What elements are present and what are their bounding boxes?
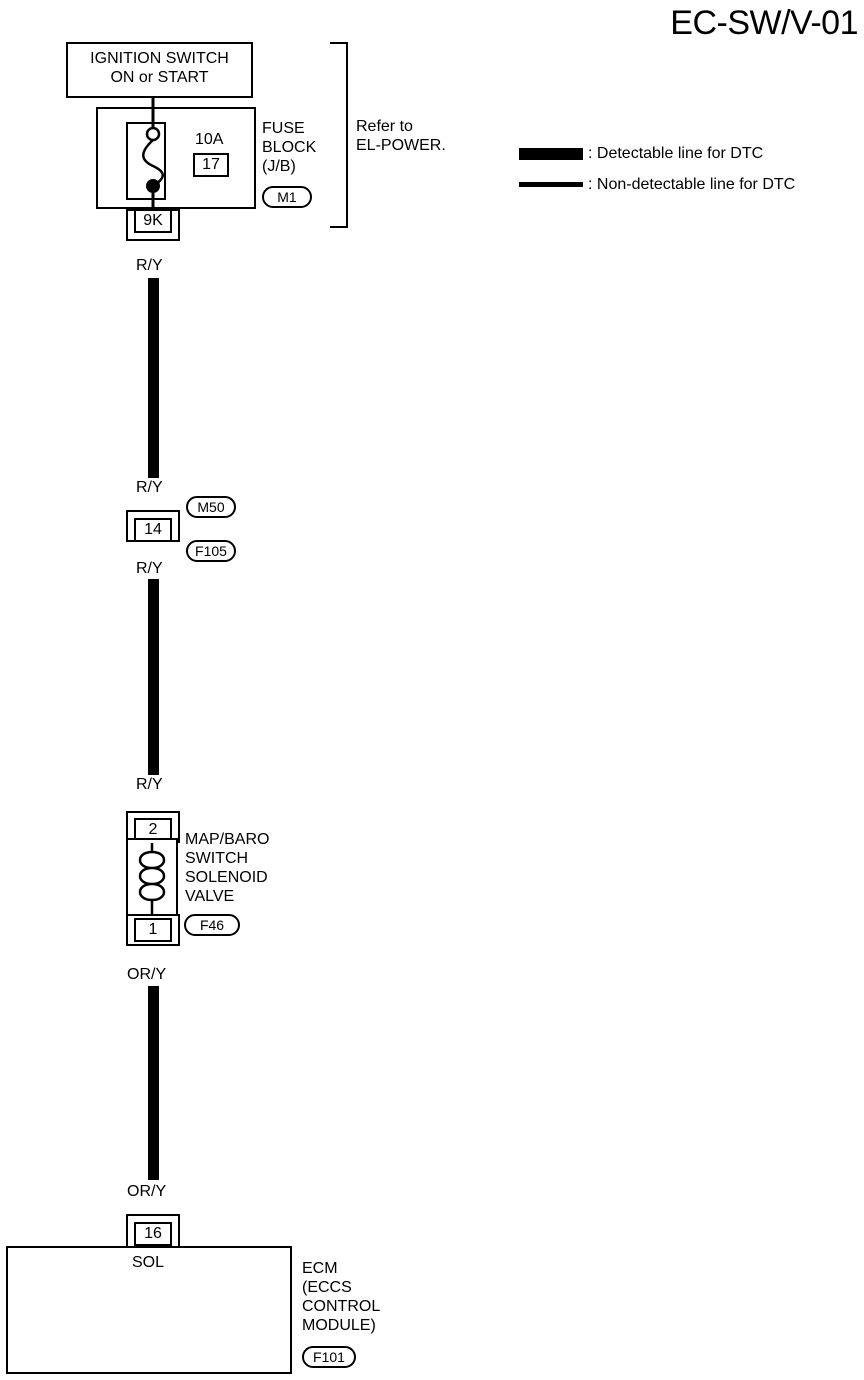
page-code: EC-SW/V-01 <box>670 4 858 42</box>
fuse-top-terminal <box>145 126 161 142</box>
wire-segment-3 <box>148 986 159 1180</box>
detectable-line-swatch <box>519 148 583 160</box>
ignition-switch-label: IGNITION SWITCH ON or START <box>90 50 229 86</box>
fuse-bottom-terminal <box>146 179 160 193</box>
fuse-block-box <box>96 107 256 209</box>
solenoid-label: MAP/BARO SWITCH SOLENOID VALVE <box>185 831 270 905</box>
ecm-connector-id: F101 <box>302 1346 356 1368</box>
inline-connector-lower-id: F105 <box>186 540 236 562</box>
inline-connector-terminal: 14 <box>134 518 172 542</box>
refer-bracket <box>330 42 348 228</box>
wire-color-seg2-top: R/Y <box>136 560 163 577</box>
fuse-element <box>142 139 164 188</box>
wire-color-seg2-bottom: R/Y <box>136 776 163 793</box>
fuse-number: 17 <box>193 153 229 177</box>
wire-segment-2 <box>148 579 159 775</box>
refer-note: Refer to EL-POWER. <box>356 118 446 154</box>
solenoid-terminal-bottom: 1 <box>134 918 172 942</box>
wire-color-seg1-bottom: R/Y <box>136 479 163 496</box>
fuse-block-connector-id: M1 <box>262 186 312 208</box>
ignition-switch-box: IGNITION SWITCH ON or START <box>66 42 253 98</box>
fuse-amperage: 10A <box>195 131 224 148</box>
inline-connector-upper-id: M50 <box>186 496 236 518</box>
non-detectable-line-swatch <box>519 182 583 187</box>
ecm-box <box>6 1246 292 1374</box>
fuse-terminal: 9K <box>134 209 172 233</box>
fuse-icon <box>126 122 166 200</box>
wire-color-seg3-bottom: OR/Y <box>127 1183 167 1200</box>
legend-non-detectable-label: : Non-detectable line for DTC <box>588 176 796 193</box>
wire-color-seg3-top: OR/Y <box>127 966 167 983</box>
ecm-terminal: 16 <box>134 1222 172 1246</box>
fuse-block-label: FUSE BLOCK (J/B) <box>262 120 317 175</box>
wire-color-seg1-top: R/Y <box>136 257 163 274</box>
ecm-label: ECM (ECCS CONTROL MODULE) <box>302 1260 381 1334</box>
solenoid-coil-icon <box>138 850 166 902</box>
wire-segment-1 <box>148 278 159 478</box>
legend-detectable-label: : Detectable line for DTC <box>588 145 764 162</box>
ecm-pin-name: SOL <box>132 1254 165 1271</box>
solenoid-connector-id: F46 <box>184 914 240 936</box>
